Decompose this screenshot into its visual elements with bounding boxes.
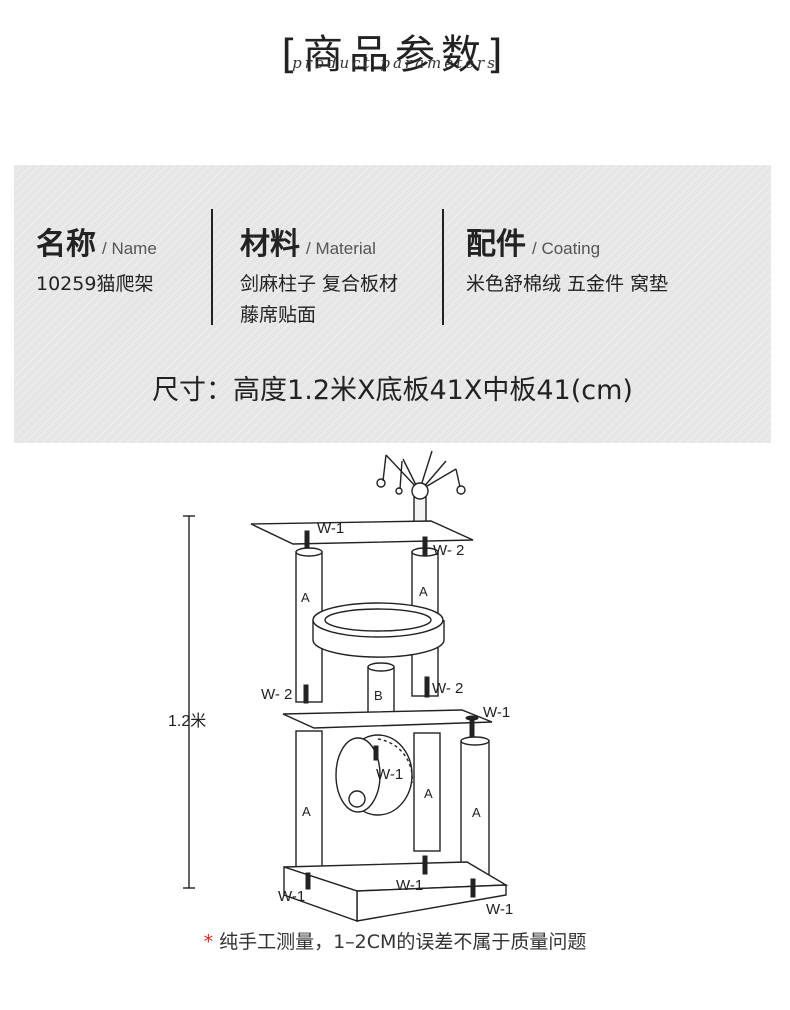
screw-icon: [424, 676, 430, 698]
page-title: [商品参数]: [281, 32, 509, 78]
lower-post-left: [295, 730, 323, 870]
screw-icon: [422, 536, 428, 556]
param-size: 尺寸：高度1.2米X底板41X中板41(cm): [152, 375, 633, 406]
screw-icon: [469, 717, 475, 737]
param-name-value: 10259猫爬架: [36, 273, 154, 295]
param-coating-label-en: / Coating: [532, 239, 601, 258]
param-material-label-en: / Material: [306, 239, 376, 258]
height-label: 1.2米: [168, 712, 206, 730]
lower-post-center: [413, 732, 441, 852]
bottom-base: [283, 861, 509, 922]
column-divider: [211, 209, 213, 325]
screw-label: W-1: [278, 888, 305, 905]
param-coating-value: 米色舒棉绒 五金件 窝垫: [466, 273, 669, 295]
page-subtitle: product parameters: [292, 54, 498, 72]
param-name: 名称 / Name 10259猫爬架: [36, 219, 157, 300]
screw-icon: [303, 684, 309, 704]
post-a-label: A: [419, 584, 428, 599]
screw-icon: [373, 745, 379, 761]
screw-icon: [422, 855, 428, 875]
screw-label: W-1: [317, 520, 344, 537]
param-name-label-en: / Name: [102, 239, 157, 258]
assembly-diagram: 1.2米 W-1 W- 2 W- 2 W- 2 W-1 W-1 W-1 W-1 …: [168, 450, 513, 922]
tunnel: [335, 734, 413, 816]
parameters-panel: 名称 / Name 10259猫爬架 材料 / Material 剑麻柱子 复合板材…: [14, 165, 771, 443]
screw-label: W- 2: [261, 686, 292, 703]
screw-label: W-1: [486, 901, 513, 918]
screw-label: W-1: [396, 877, 423, 894]
hanging-toy: [376, 450, 466, 530]
lower-post-right: [460, 736, 490, 882]
param-material-value: 剑麻柱子 复合板材 藤席贴面: [240, 273, 399, 326]
post-a-label: A: [302, 804, 311, 819]
screw-icon: [305, 872, 311, 890]
param-name-label: 名称: [36, 227, 96, 262]
param-material: 材料 / Material 剑麻柱子 复合板材 藤席贴面: [240, 219, 398, 331]
post-a-label: A: [301, 590, 310, 605]
screw-label: W- 2: [433, 542, 464, 559]
post-a-label: A: [424, 786, 433, 801]
param-material-label: 材料: [240, 227, 300, 262]
bed-ring: [312, 602, 445, 658]
column-divider: [442, 209, 444, 325]
screw-label: W-1: [483, 704, 510, 721]
screw-label: W- 2: [432, 680, 463, 697]
screw-label: W-1: [376, 766, 403, 783]
param-coating: 配件 / Coating 米色舒棉绒 五金件 窝垫: [466, 219, 668, 300]
top-board: [250, 520, 474, 545]
screw-icon: [470, 878, 476, 898]
param-coating-label: 配件: [466, 227, 526, 262]
post-a-label: A: [472, 805, 481, 820]
middle-board: [282, 709, 493, 729]
screw-icon: [304, 530, 310, 548]
note-text: 纯手工测量，1–2CM的误差不属于质量问题: [219, 931, 587, 953]
note-star: *: [203, 931, 214, 953]
post-b-label: B: [374, 688, 383, 703]
page-title-block: [商品参数]: [0, 22, 790, 80]
measurement-note: *纯手工测量，1–2CM的误差不属于质量问题: [0, 927, 790, 954]
